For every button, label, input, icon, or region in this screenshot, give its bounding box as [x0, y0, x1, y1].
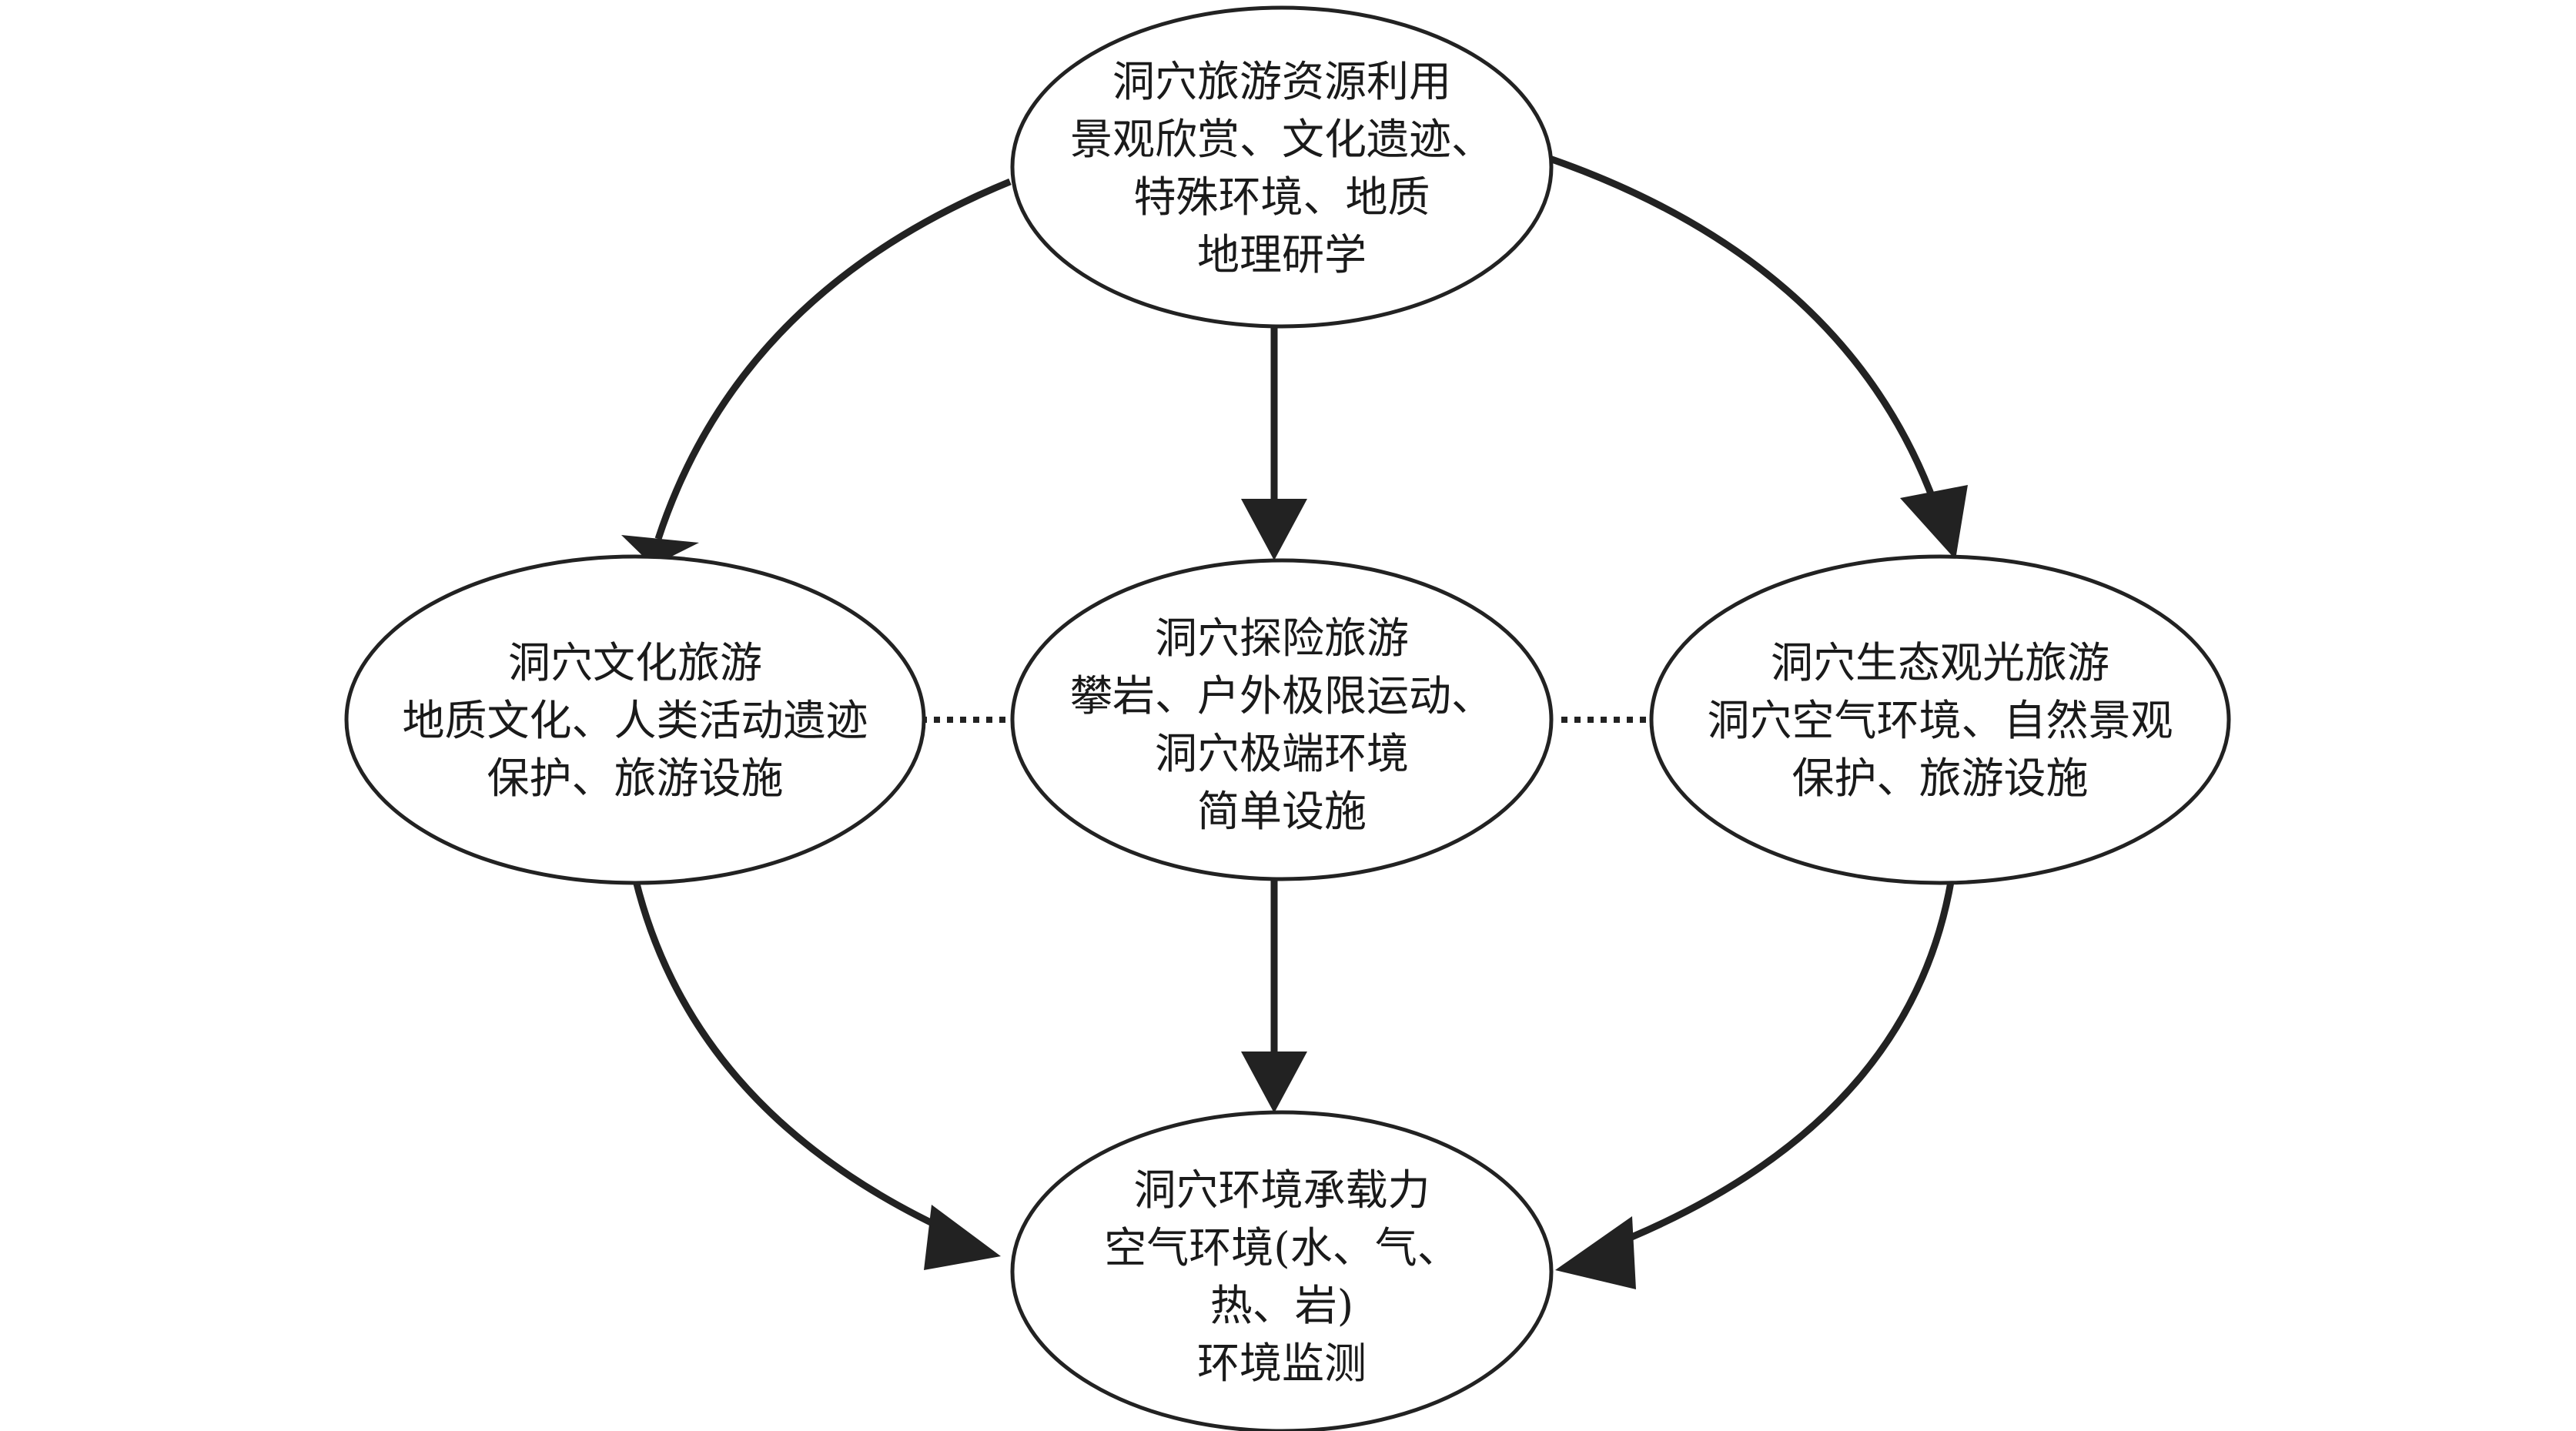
- node-tourism-resources: 洞穴旅游资源利用 景观欣赏、文化遗迹、 特殊环境、地质 地理研学: [1010, 5, 1554, 329]
- arrow-right-to-bottom: [1596, 877, 1955, 1255]
- arrowhead-left-to-bottom: [924, 1205, 1001, 1270]
- node-right-line-1: 洞穴生态观光旅游: [1771, 638, 2109, 687]
- node-carrying-capacity: 洞穴环境承载力 空气环境(水、气、 热、岩) 环境监测: [1010, 1110, 1554, 1431]
- node-left-line-1: 洞穴文化旅游: [508, 638, 762, 687]
- node-left-line-2: 地质文化、人类活动遗迹: [402, 696, 868, 745]
- node-center-line-1: 洞穴探险旅游: [1155, 614, 1409, 663]
- arrow-top-to-right: [1546, 154, 1940, 510]
- node-adventure-tourism: 洞穴探险旅游 攀岩、户外极限运动、 洞穴极端环境 简单设施: [1010, 558, 1554, 881]
- arrow-left-to-bottom: [631, 876, 960, 1239]
- node-bottom-line-3: 热、岩): [1210, 1281, 1353, 1330]
- node-right-line-3: 保护、旅游设施: [1791, 754, 2088, 803]
- node-top-line-4: 地理研学: [1197, 230, 1367, 279]
- node-top-line-1: 洞穴旅游资源利用: [1112, 57, 1451, 106]
- node-right-line-2: 洞穴空气环境、自然景观: [1707, 696, 2173, 745]
- node-center-line-3: 洞穴极端环境: [1155, 729, 1409, 778]
- arrowhead-top-to-right: [1900, 485, 1968, 560]
- arrowhead-right-to-bottom: [1555, 1216, 1636, 1289]
- node-eco-tourism: 洞穴生态观光旅游 洞穴空气环境、自然景观 保护、旅游设施: [1649, 554, 2231, 885]
- node-top-line-2: 景观欣赏、文化遗迹、: [1070, 115, 1494, 164]
- arrow-top-to-left: [654, 178, 1012, 540]
- arrowhead-top-to-center: [1241, 499, 1307, 560]
- node-bottom-line-1: 洞穴环境承载力: [1133, 1165, 1430, 1215]
- arrowhead-center-to-bottom: [1241, 1052, 1307, 1113]
- node-center-line-4: 简单设施: [1197, 787, 1367, 836]
- node-bottom-line-4: 环境监测: [1197, 1339, 1367, 1388]
- node-top-line-3: 特殊环境、地质: [1133, 172, 1430, 222]
- node-bottom-line-2: 空气环境(水、气、: [1104, 1223, 1459, 1272]
- arrowhead-top-to-left: [621, 535, 699, 566]
- node-cultural-tourism: 洞穴文化旅游 地质文化、人类活动遗迹 保护、旅游设施: [344, 554, 926, 885]
- node-center-line-2: 攀岩、户外极限运动、: [1070, 671, 1494, 721]
- node-left-line-3: 保护、旅游设施: [487, 754, 783, 803]
